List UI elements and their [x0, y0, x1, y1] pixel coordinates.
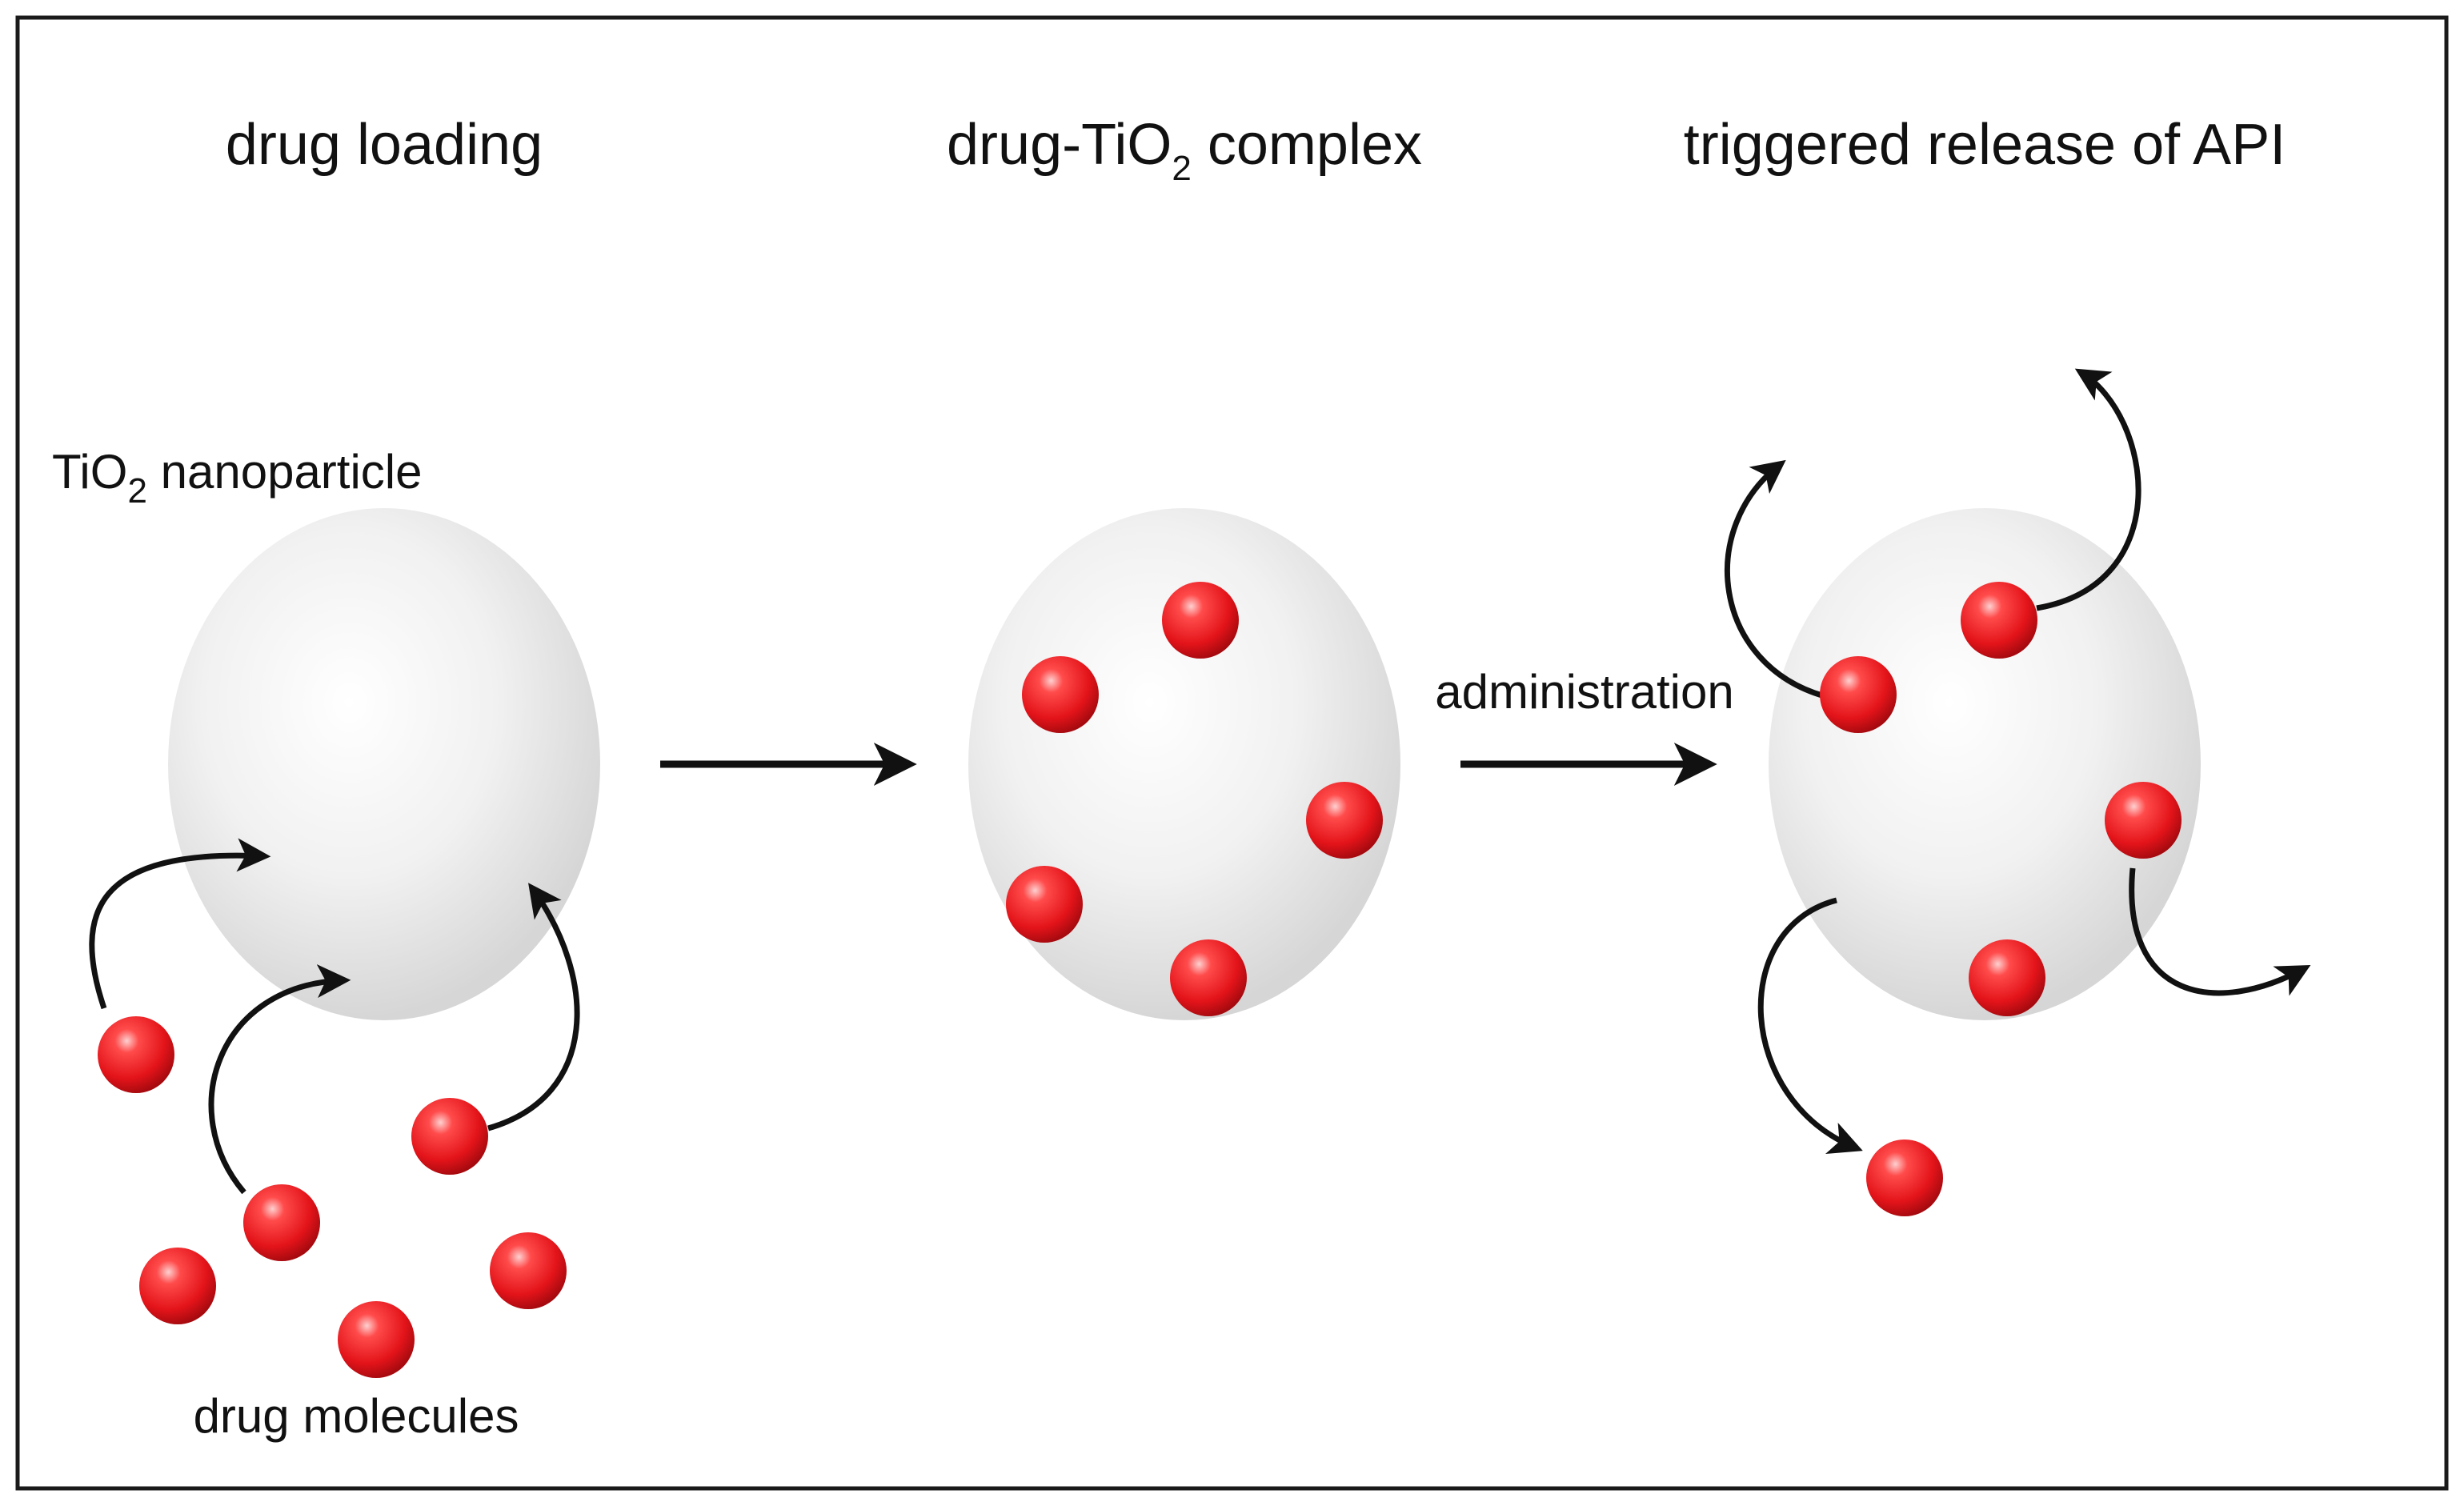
- heading-complex-suffix: complex: [1192, 113, 1422, 177]
- label-tio2-nanoparticle: TiO2 nanoparticle: [52, 445, 423, 511]
- label-np-suffix: nanoparticle: [147, 445, 423, 499]
- release-curve-3: [2129, 867, 2311, 996]
- drug-molecule-bound: [1022, 656, 1099, 733]
- heading-complex-subscript: 2: [1172, 149, 1191, 188]
- heading-drug-tio2-complex: drug-TiO2 complex: [947, 113, 1422, 188]
- drug-molecule-bound: [1170, 939, 1247, 1016]
- label-np-prefix: TiO: [52, 445, 127, 499]
- drug-molecule-released: [1961, 582, 2037, 659]
- drug-molecule: [490, 1232, 567, 1309]
- label-np-subscript: 2: [127, 471, 146, 511]
- drug-molecule: [411, 1098, 488, 1175]
- nanoparticle-loading: [168, 508, 600, 1020]
- drug-molecule-released: [2105, 782, 2182, 859]
- loading-curve-3: [487, 883, 580, 1132]
- release-curve-2: [2036, 368, 2141, 611]
- drug-molecule-released: [1969, 939, 2045, 1016]
- release-curve-4: [1757, 897, 1863, 1154]
- drug-molecule: [243, 1184, 320, 1261]
- drug-molecule-released: [1820, 656, 1897, 733]
- nanoparticle-release: [1769, 508, 2201, 1020]
- label-drug-molecules: drug molecules: [194, 1389, 519, 1443]
- loading-curve-1: [89, 838, 271, 1010]
- nanoparticle-complex: [968, 508, 1400, 1020]
- heading-drug-loading: drug loading: [226, 113, 543, 177]
- drug-molecule: [98, 1016, 174, 1093]
- drug-molecule-released: [1866, 1140, 1943, 1216]
- release-curve-1: [1725, 459, 1825, 699]
- heading-triggered-release: triggered release of API: [1684, 113, 2286, 177]
- drug-molecule-bound: [1006, 866, 1083, 943]
- loading-curve-2: [208, 964, 351, 1195]
- figure-frame: [15, 15, 2449, 1491]
- heading-complex-prefix: drug-TiO: [947, 113, 1172, 177]
- drug-molecule: [338, 1301, 415, 1378]
- drug-molecule: [139, 1248, 216, 1324]
- drug-molecule-bound: [1306, 782, 1383, 859]
- label-administration: administration: [1435, 665, 1734, 719]
- drug-molecule-bound: [1162, 582, 1239, 659]
